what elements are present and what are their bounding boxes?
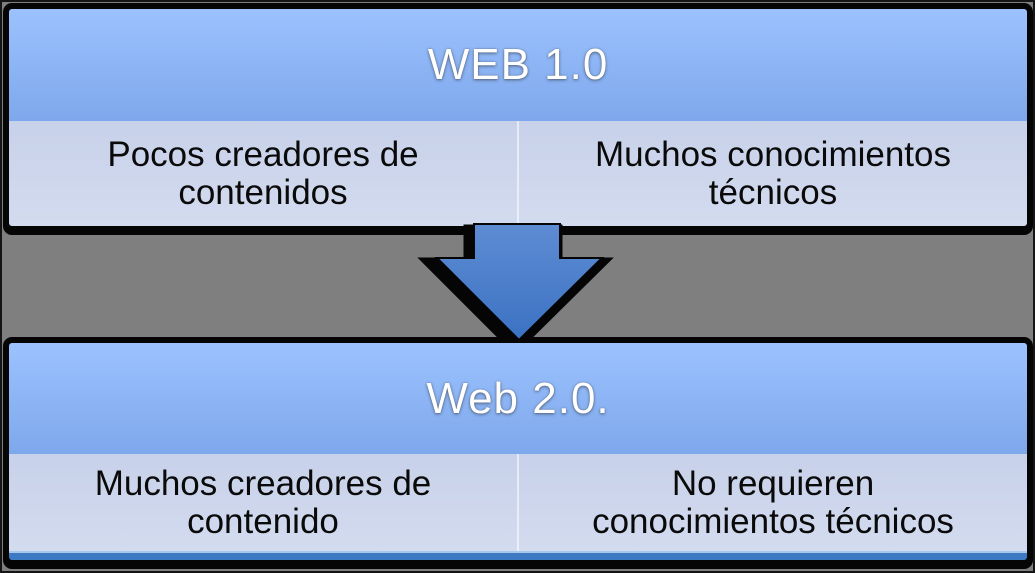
web2-cell-left: Muchos creadores de contenido (9, 454, 517, 551)
down-arrow-body (434, 223, 605, 341)
web2-header: Web 2.0. (9, 343, 1027, 454)
bottom-accent-bar (9, 551, 1027, 560)
web1-cell-right-text: Muchos conocimientos técnicos (595, 134, 951, 212)
web1-box: WEB 1.0 Pocos creadores de contenidos Mu… (3, 3, 1033, 235)
web2-title: Web 2.0. (426, 373, 610, 423)
web1-header: WEB 1.0 (9, 9, 1027, 121)
web1-cell-left-text: Pocos creadores de contenidos (107, 134, 419, 212)
down-arrow-shadow (417, 224, 614, 341)
web1-title: WEB 1.0 (427, 40, 609, 89)
web2-box: Web 2.0. Muchos creadores de contenido N… (3, 337, 1033, 569)
web2-cell-right-text: No requieren conocimientos técnicos (592, 463, 954, 541)
web2-cell-right: No requieren conocimientos técnicos (519, 454, 1027, 551)
cell-divider (517, 454, 519, 551)
web1-cells-row: Pocos creadores de contenidos Muchos con… (9, 121, 1027, 226)
web1-cell-right: Muchos conocimientos técnicos (519, 121, 1027, 226)
web1-cell-left: Pocos creadores de contenidos (9, 121, 517, 226)
web2-cells-row: Muchos creadores de contenido No requier… (9, 454, 1027, 551)
cell-divider (517, 121, 519, 226)
web1-box-inner: WEB 1.0 Pocos creadores de contenidos Mu… (9, 9, 1027, 226)
web2-box-inner: Web 2.0. Muchos creadores de contenido N… (9, 343, 1027, 560)
web2-cell-left-text: Muchos creadores de contenido (94, 463, 432, 541)
